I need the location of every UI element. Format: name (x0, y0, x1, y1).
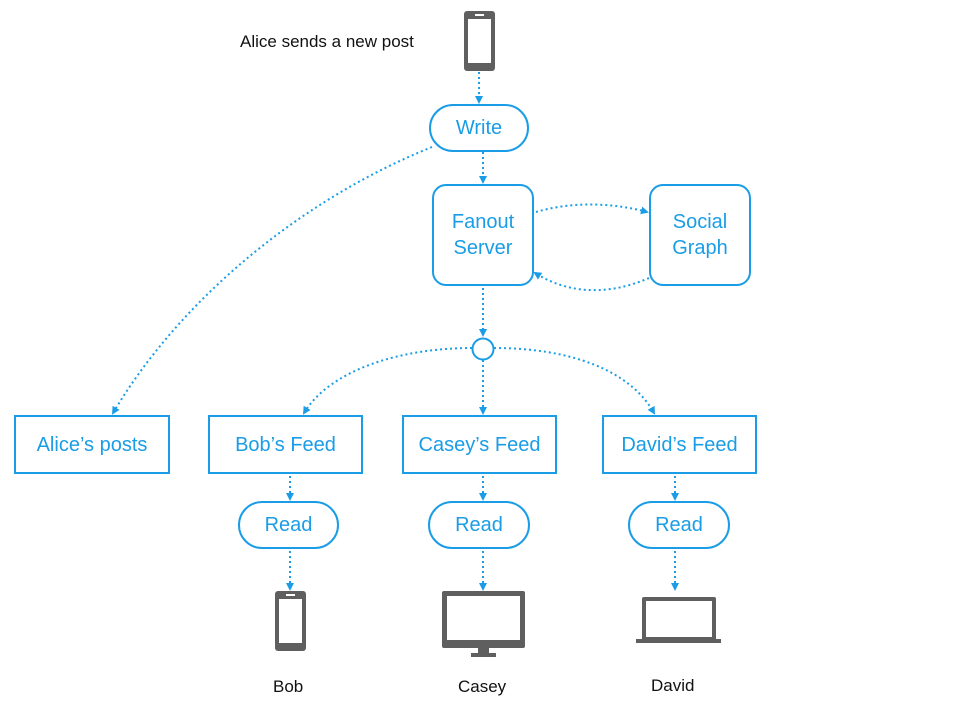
casey-feed-node[interactable]: Casey’s Feed (402, 415, 557, 474)
arrow-write-to-alice-posts (111, 146, 433, 415)
alice-posts-node[interactable]: Alice’s posts (14, 415, 170, 474)
social-graph-node[interactable]: Social Graph (649, 184, 751, 286)
bob-feed-node[interactable]: Bob’s Feed (208, 415, 363, 474)
david-name: David (651, 676, 695, 695)
david-feed-node[interactable]: David’s Feed (602, 415, 757, 474)
casey-read-node[interactable]: Read (428, 501, 530, 549)
david-read-node[interactable]: Read (628, 501, 730, 549)
top-caption: Alice sends a new post (240, 32, 414, 51)
arrow-junction-to-david-feed (493, 347, 655, 415)
fanout-server-label-line1: Fanout (451, 211, 515, 233)
bob-name: Bob (273, 677, 304, 696)
write-node[interactable]: Write (429, 104, 529, 152)
smartphone-icon (275, 591, 306, 651)
laptop-icon (636, 597, 721, 643)
arrow-junction-to-bob-feed (302, 347, 473, 415)
fanout-server-label-line2: Server (453, 237, 513, 259)
desktop-monitor-icon (442, 591, 525, 657)
fanout-junction-node (471, 337, 495, 361)
fanout-server-node[interactable]: Fanout Server (432, 184, 534, 286)
arrow-fanout-to-social-graph (535, 203, 649, 215)
social-graph-label-line2: Graph (672, 237, 728, 259)
casey-name: Casey (458, 677, 507, 696)
smartphone-icon (464, 11, 495, 71)
social-graph-label-line1: Social (672, 211, 728, 233)
arrow-social-graph-to-fanout (533, 271, 650, 292)
bob-read-node[interactable]: Read (238, 501, 339, 549)
